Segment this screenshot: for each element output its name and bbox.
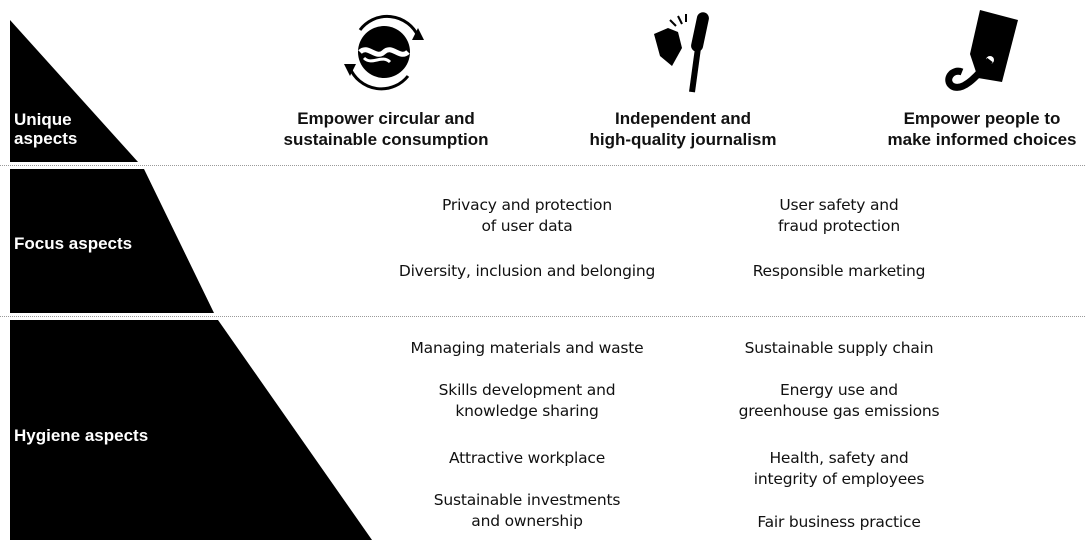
- recycle-icon: [344, 14, 424, 91]
- focus-item-diversity: Diversity, inclusion and belonging: [398, 262, 656, 280]
- hygiene-item-energy: Energy use and greenhouse gas emissions: [738, 381, 940, 420]
- tier-label-hygiene: Hygiene aspects: [14, 426, 149, 445]
- price-tag-icon: [945, 10, 1018, 91]
- pyramid-tier-hygiene: [10, 320, 372, 540]
- hygiene-item-fair-business: Fair business practice: [757, 513, 921, 531]
- tier-label-unique: Unique aspects: [14, 110, 78, 148]
- pyramid-tier-unique: [10, 20, 138, 162]
- hygiene-item-supply-chain: Sustainable supply chain: [744, 339, 934, 357]
- hygiene-item-skills: Skills development and knowledge sharing: [438, 381, 616, 420]
- focus-item-responsible-marketing: Responsible marketing: [752, 262, 926, 280]
- unique-title-circular: Empower circular and sustainable consump…: [283, 109, 489, 149]
- separator-focus-hygiene: [0, 316, 1085, 317]
- hygiene-item-investments: Sustainable investments and ownership: [433, 491, 621, 530]
- pyramid-tier-focus: [10, 169, 214, 313]
- unique-title-informed-choices: Empower people to make informed choices: [887, 109, 1077, 149]
- tier-label-focus: Focus aspects: [14, 234, 133, 253]
- hygiene-item-materials-waste: Managing materials and waste: [410, 339, 644, 357]
- unique-title-journalism: Independent and high-quality journalism: [589, 109, 777, 149]
- hygiene-item-health-safety: Health, safety and integrity of employee…: [753, 449, 925, 488]
- separator-unique-focus: [0, 165, 1085, 166]
- focus-item-privacy: Privacy and protection of user data: [442, 196, 612, 235]
- microphone-icon: [654, 12, 709, 93]
- focus-item-user-safety: User safety and fraud protection: [778, 196, 900, 235]
- hygiene-item-workplace: Attractive workplace: [448, 449, 606, 467]
